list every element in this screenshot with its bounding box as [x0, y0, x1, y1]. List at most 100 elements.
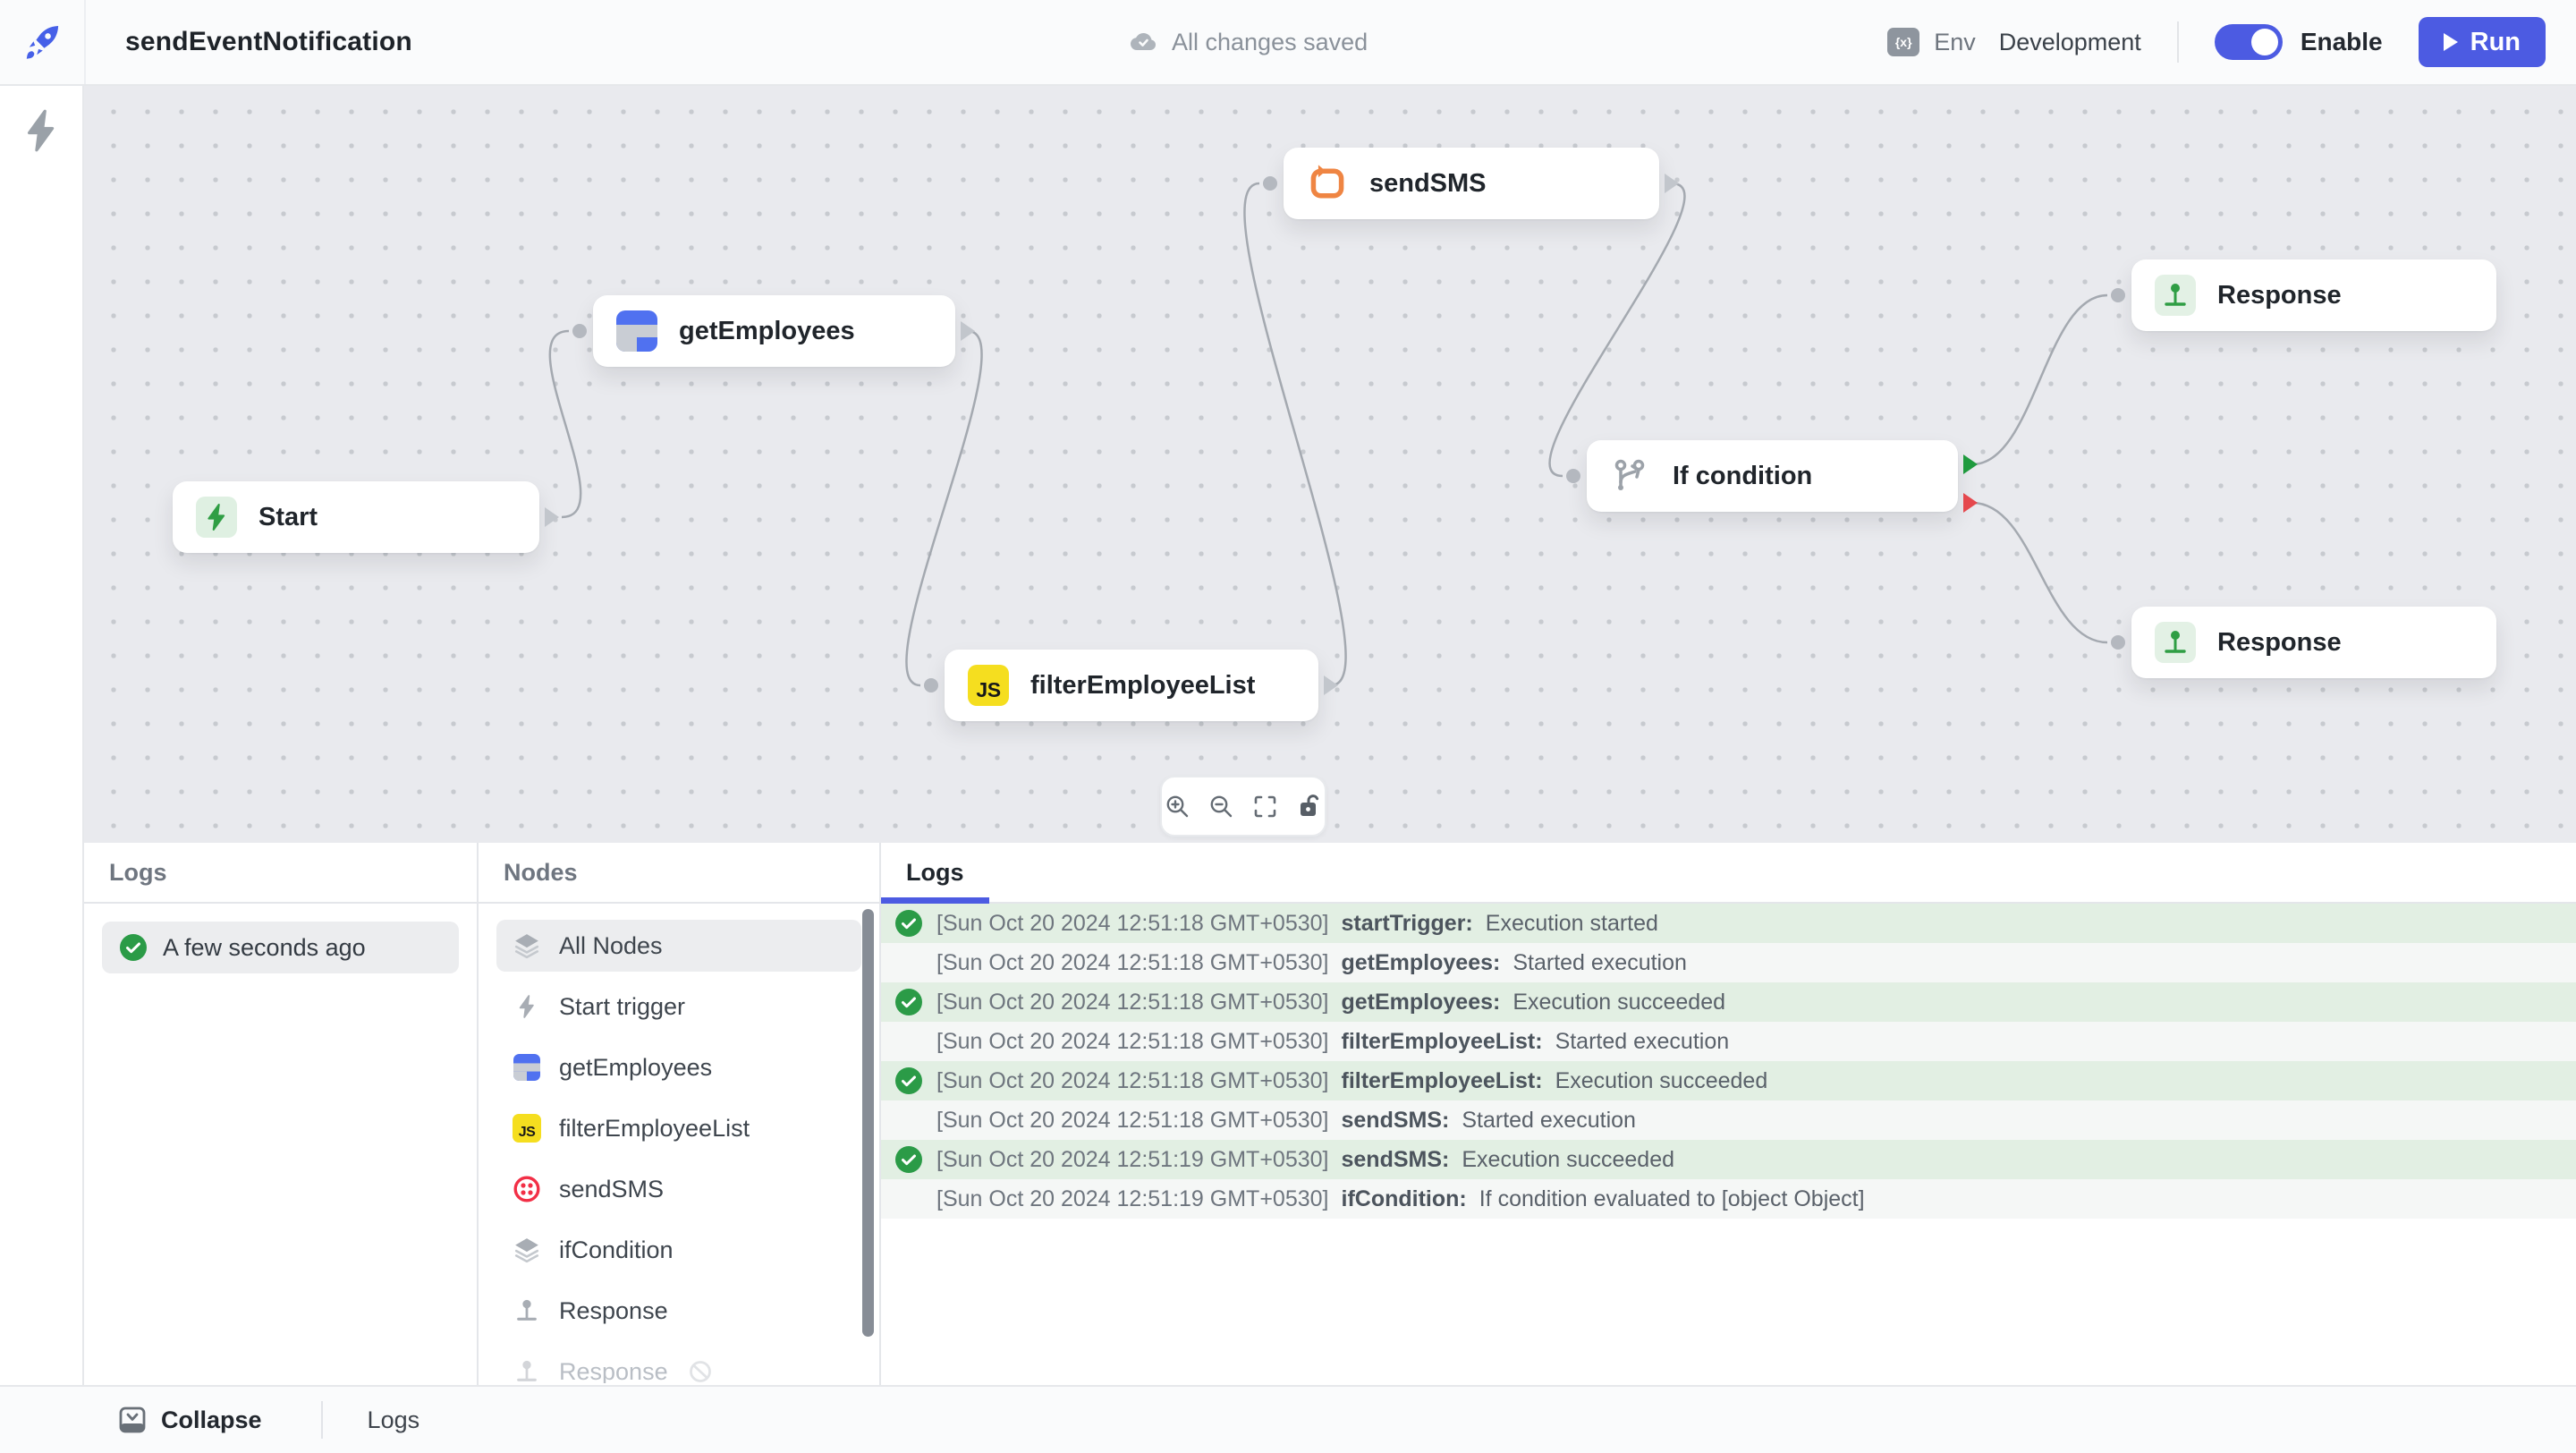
node-filter-filterEmployeeList[interactable]: JS filterEmployeeList [496, 1102, 861, 1154]
run-history-column: Logs A few seconds ago [84, 843, 479, 1385]
output-port[interactable] [1324, 676, 1338, 695]
canvas-toolbar [1160, 776, 1326, 837]
node-label: Response [2217, 280, 2342, 310]
footer-bar: Collapse Logs [0, 1385, 2576, 1453]
input-port[interactable] [1263, 176, 1277, 191]
log-entry[interactable]: [Sun Oct 20 2024 12:51:18 GMT+0530] star… [881, 904, 2576, 943]
bottom-panel: Logs A few seconds ago Nodes All Nodes [84, 843, 2576, 1385]
node-filter-response-1[interactable]: Response [496, 1285, 861, 1337]
query-table-icon [616, 310, 657, 352]
js-letters: JS [976, 678, 1001, 701]
node-filter-ifCondition[interactable]: ifCondition [496, 1224, 861, 1276]
log-message: Execution succeeded [1555, 1067, 1768, 1093]
output-port[interactable] [545, 507, 559, 527]
edge-filterEmployeeList-sendSMS [1243, 182, 1347, 687]
node-filter-sendSMS[interactable]: sendSMS [496, 1163, 861, 1215]
env-value: Development [1998, 28, 2141, 55]
node-filter-all-nodes[interactable]: All Nodes [496, 920, 861, 972]
input-port[interactable] [2111, 635, 2125, 650]
layers-icon [513, 1236, 541, 1264]
zoom-in-icon[interactable] [1165, 794, 1190, 819]
page-title: sendEventNotification [125, 27, 412, 56]
node-filter-label: sendSMS [559, 1175, 665, 1202]
node-filter-getEmployees[interactable]: getEmployees [496, 1041, 861, 1093]
log-message: Started execution [1555, 1028, 1730, 1054]
tab-logs[interactable]: Logs [881, 843, 989, 904]
log-message: Execution started [1485, 910, 1658, 936]
enable-label: Enable [2300, 28, 2383, 55]
left-rail [0, 86, 84, 1385]
log-node-name: getEmployees: [1341, 989, 1501, 1015]
app-logo[interactable] [0, 0, 86, 84]
collapse-button[interactable]: Collapse [118, 1406, 262, 1434]
log-entry[interactable]: [Sun Oct 20 2024 12:51:18 GMT+0530] filt… [881, 1022, 2576, 1061]
log-node-name: getEmployees: [1341, 949, 1501, 975]
log-message: Execution succeeded [1462, 1146, 1675, 1172]
node-filter-label: ifCondition [559, 1236, 674, 1263]
input-port[interactable] [1566, 469, 1580, 483]
run-button[interactable]: Run [2418, 17, 2546, 67]
bolt-icon [513, 992, 541, 1021]
node-ifCondition[interactable]: If condition [1566, 440, 1978, 513]
log-timestamp: [Sun Oct 20 2024 12:51:19 GMT+0530] [936, 1185, 1329, 1211]
input-port[interactable] [924, 678, 938, 693]
response-pin-icon [513, 1357, 541, 1383]
loop-icon [1307, 163, 1348, 204]
env-label: Env [1934, 28, 1976, 55]
input-port[interactable] [2111, 288, 2125, 302]
js-letters: JS [518, 1125, 536, 1140]
edge-getEmployees-filterEmployeeList [905, 329, 983, 687]
input-port[interactable] [572, 324, 587, 338]
node-label: If condition [1673, 461, 1813, 490]
output-port[interactable] [961, 321, 975, 341]
footer-logs-tab[interactable]: Logs [367, 1406, 420, 1433]
log-entry[interactable]: [Sun Oct 20 2024 12:51:19 GMT+0530] ifCo… [881, 1179, 2576, 1219]
workflow-canvas[interactable]: Start getEmployees sendSMS JS [84, 86, 2576, 843]
node-getEmployees[interactable]: getEmployees [572, 295, 975, 367]
log-timestamp: [Sun Oct 20 2024 12:51:19 GMT+0530] [936, 1146, 1329, 1172]
log-entry[interactable]: [Sun Oct 20 2024 12:51:19 GMT+0530] send… [881, 1140, 2576, 1179]
node-filter-start-trigger[interactable]: Start trigger [496, 981, 861, 1032]
nodes-column: Nodes All Nodes Start trigger getEmploye… [479, 843, 881, 1385]
node-filterEmployeeList[interactable]: JS filterEmployeeList [924, 650, 1338, 721]
environment-selector[interactable]: {x} Env Development [1887, 28, 2141, 56]
fit-view-icon[interactable] [1253, 794, 1277, 819]
zoom-out-icon[interactable] [1209, 794, 1233, 819]
output-port-false[interactable] [1963, 493, 1978, 513]
trigger-rail-icon[interactable] [23, 109, 59, 152]
log-entry[interactable]: [Sun Oct 20 2024 12:51:18 GMT+0530] getE… [881, 943, 2576, 982]
success-check-icon [895, 1067, 922, 1094]
layers-icon [513, 931, 541, 960]
history-header: Logs [84, 843, 477, 904]
node-label: sendSMS [1369, 168, 1487, 198]
output-port-true[interactable] [1963, 455, 1978, 474]
log-entry[interactable]: [Sun Oct 20 2024 12:51:18 GMT+0530] send… [881, 1100, 2576, 1140]
enable-toggle[interactable] [2214, 24, 2283, 60]
log-message: If condition evaluated to [object Object… [1479, 1185, 1865, 1211]
output-port[interactable] [1665, 174, 1679, 193]
node-label: filterEmployeeList [1030, 670, 1256, 700]
javascript-icon: JS [968, 665, 1009, 706]
node-response-2[interactable]: Response [2111, 607, 2496, 678]
response-pin-icon [2155, 622, 2196, 663]
save-status-text: All changes saved [1172, 28, 1368, 55]
history-item-label: A few seconds ago [163, 933, 366, 961]
node-filter-response-2[interactable]: Response [496, 1346, 861, 1383]
node-filter-label: filterEmployeeList [559, 1114, 750, 1142]
log-entry[interactable]: [Sun Oct 20 2024 12:51:18 GMT+0530] getE… [881, 982, 2576, 1022]
log-node-name: filterEmployeeList: [1341, 1028, 1543, 1054]
log-timestamp: [Sun Oct 20 2024 12:51:18 GMT+0530] [936, 1067, 1329, 1093]
node-start[interactable]: Start [173, 481, 559, 553]
log-entry[interactable]: [Sun Oct 20 2024 12:51:18 GMT+0530] filt… [881, 1061, 2576, 1100]
history-item[interactable]: A few seconds ago [102, 922, 459, 973]
log-node-name: ifCondition: [1341, 1185, 1467, 1211]
nodes-scrollbar[interactable] [862, 909, 874, 1337]
node-response-1[interactable]: Response [2111, 259, 2496, 331]
node-sendSMS[interactable]: sendSMS [1263, 148, 1679, 219]
lock-icon[interactable] [1297, 794, 1322, 819]
node-label: Response [2217, 627, 2342, 657]
divider [2176, 21, 2179, 63]
disabled-icon [686, 1357, 715, 1383]
log-timestamp: [Sun Oct 20 2024 12:51:18 GMT+0530] [936, 910, 1329, 936]
edge-connections [548, 182, 2108, 687]
